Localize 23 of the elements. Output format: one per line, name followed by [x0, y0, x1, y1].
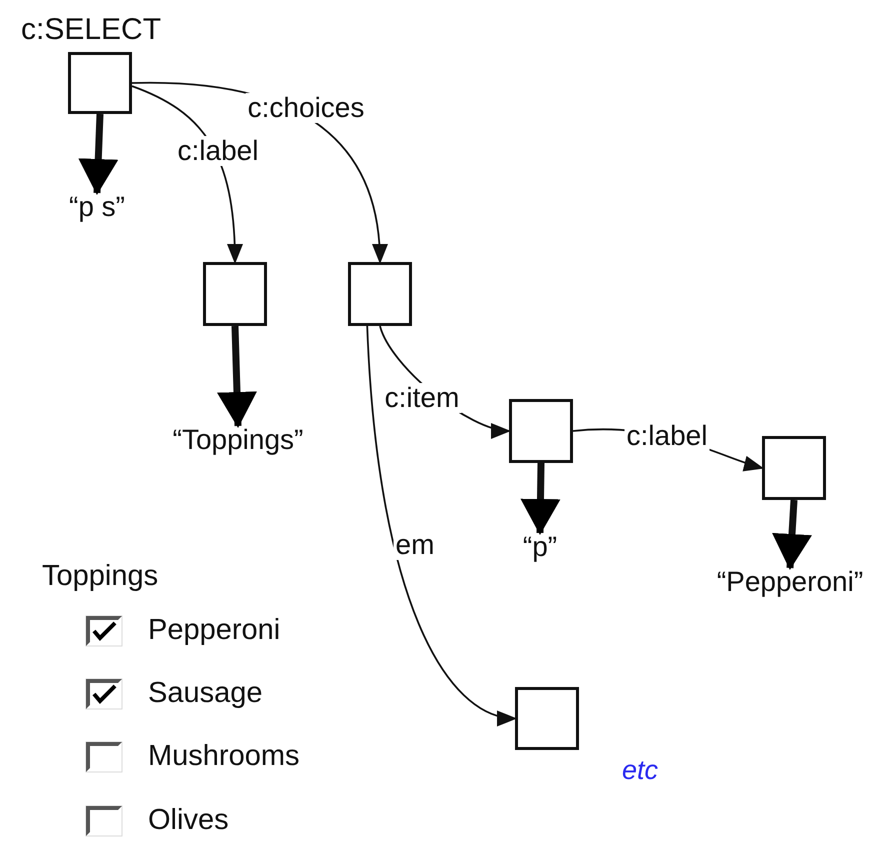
value-text: “p s” [52, 193, 142, 227]
edge-label: c:item [382, 383, 462, 413]
node-heading: c:SELECT [21, 15, 162, 45]
option-label: Pepperoni [148, 616, 280, 645]
group-heading: Toppings [42, 562, 158, 591]
arrow [366, 326, 517, 724]
option-label: Mushrooms [148, 742, 300, 771]
edge-label: c:choices [246, 93, 366, 123]
value-text: “Toppings” [138, 426, 338, 460]
node-box [515, 687, 579, 750]
note-text: etc [622, 757, 658, 784]
option-label: Olives [148, 806, 229, 835]
node-box [203, 262, 267, 326]
thick-arrow [217, 326, 257, 428]
node-box [509, 399, 573, 463]
node-box [762, 436, 826, 500]
node-box [348, 262, 412, 326]
option-label: Sausage [148, 679, 262, 708]
value-text: “p” [512, 533, 568, 567]
thick-arrow [772, 500, 812, 570]
thick-arrow [520, 462, 560, 535]
value-text: “Pepperoni” [690, 568, 890, 602]
thick-arrow [78, 114, 118, 195]
